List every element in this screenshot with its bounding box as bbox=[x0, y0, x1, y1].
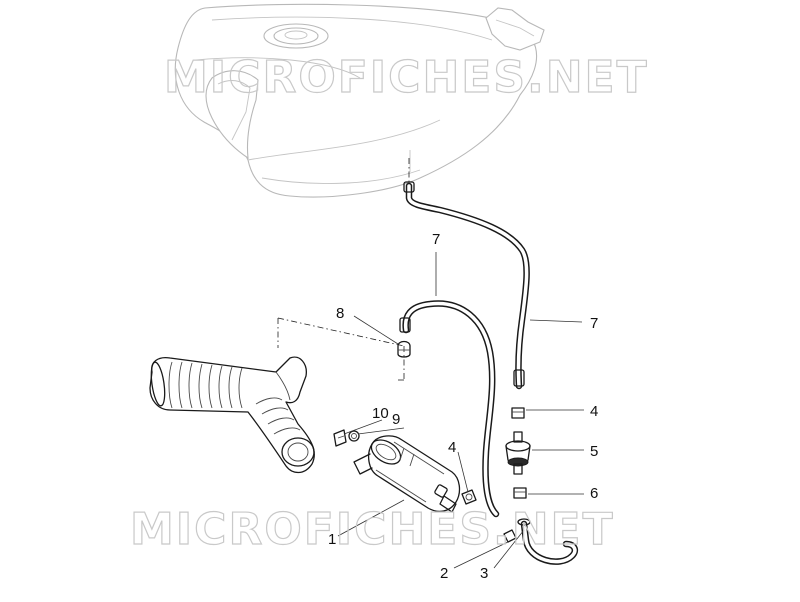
callout-4-lower: 4 bbox=[448, 439, 456, 456]
vent-hose-right bbox=[403, 181, 530, 390]
clip-2 bbox=[503, 529, 517, 543]
clip-6 bbox=[513, 487, 527, 499]
callout-7-center: 7 bbox=[432, 231, 440, 248]
air-intake-hose bbox=[149, 356, 315, 474]
callout-7-right: 7 bbox=[590, 315, 598, 332]
reference-lines bbox=[277, 158, 410, 381]
o-ring-9 bbox=[348, 430, 360, 442]
callout-10: 10 bbox=[372, 405, 389, 422]
callout-4-upper: 4 bbox=[590, 403, 598, 420]
callout-2: 2 bbox=[440, 565, 448, 582]
watermark-bottom: MICROFICHES.NET bbox=[130, 504, 615, 555]
callout-8: 8 bbox=[336, 305, 344, 322]
callout-3: 3 bbox=[480, 565, 488, 582]
leader-lines bbox=[337, 252, 584, 569]
check-valve-5 bbox=[505, 431, 531, 475]
carbon-canister bbox=[353, 435, 461, 513]
clamp-10 bbox=[333, 429, 347, 447]
callout-1: 1 bbox=[328, 531, 336, 548]
callout-6: 6 bbox=[590, 485, 598, 502]
clip-4-upper bbox=[511, 407, 525, 419]
fuel-tank bbox=[174, 3, 545, 198]
connector-4-lower bbox=[461, 489, 477, 505]
vent-hose-center bbox=[399, 300, 500, 518]
callout-9: 9 bbox=[392, 411, 400, 428]
callout-5: 5 bbox=[590, 443, 598, 460]
hose-clip-8 bbox=[397, 340, 411, 358]
short-hose bbox=[517, 518, 579, 565]
watermark-top: MICROFICHES.NET bbox=[164, 52, 649, 103]
